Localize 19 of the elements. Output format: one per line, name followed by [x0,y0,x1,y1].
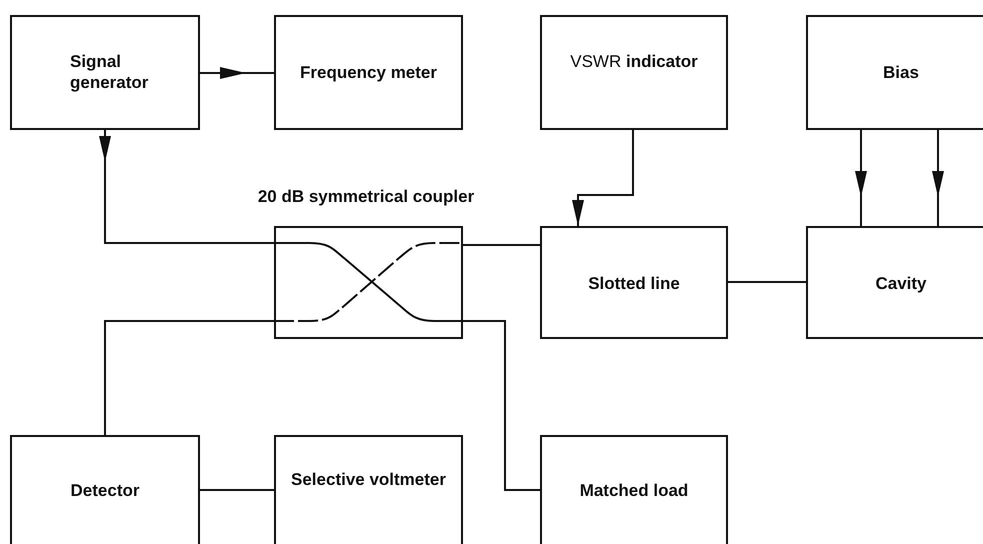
block-label: Detector [70,480,140,501]
block-label: Bias [882,62,920,83]
block-label: Signal generator [70,51,150,93]
block-label: VSWR indicator [569,51,699,72]
block-box [806,226,983,339]
block-label: Matched load [578,480,690,501]
block-label: Frequency meter [299,62,438,83]
block-box [274,15,463,130]
block-label: Cavity [874,273,928,294]
block-heading: 20 dB symmetrical coupler [256,186,476,207]
block-box [274,435,463,544]
block-box [806,15,983,130]
block-box [10,15,200,130]
block-box [10,435,200,544]
block-box [540,435,728,544]
block-box [540,15,728,130]
block-label: Slotted line [587,273,681,294]
block-label: Selective voltmeter [290,469,447,490]
block-box [540,226,728,339]
